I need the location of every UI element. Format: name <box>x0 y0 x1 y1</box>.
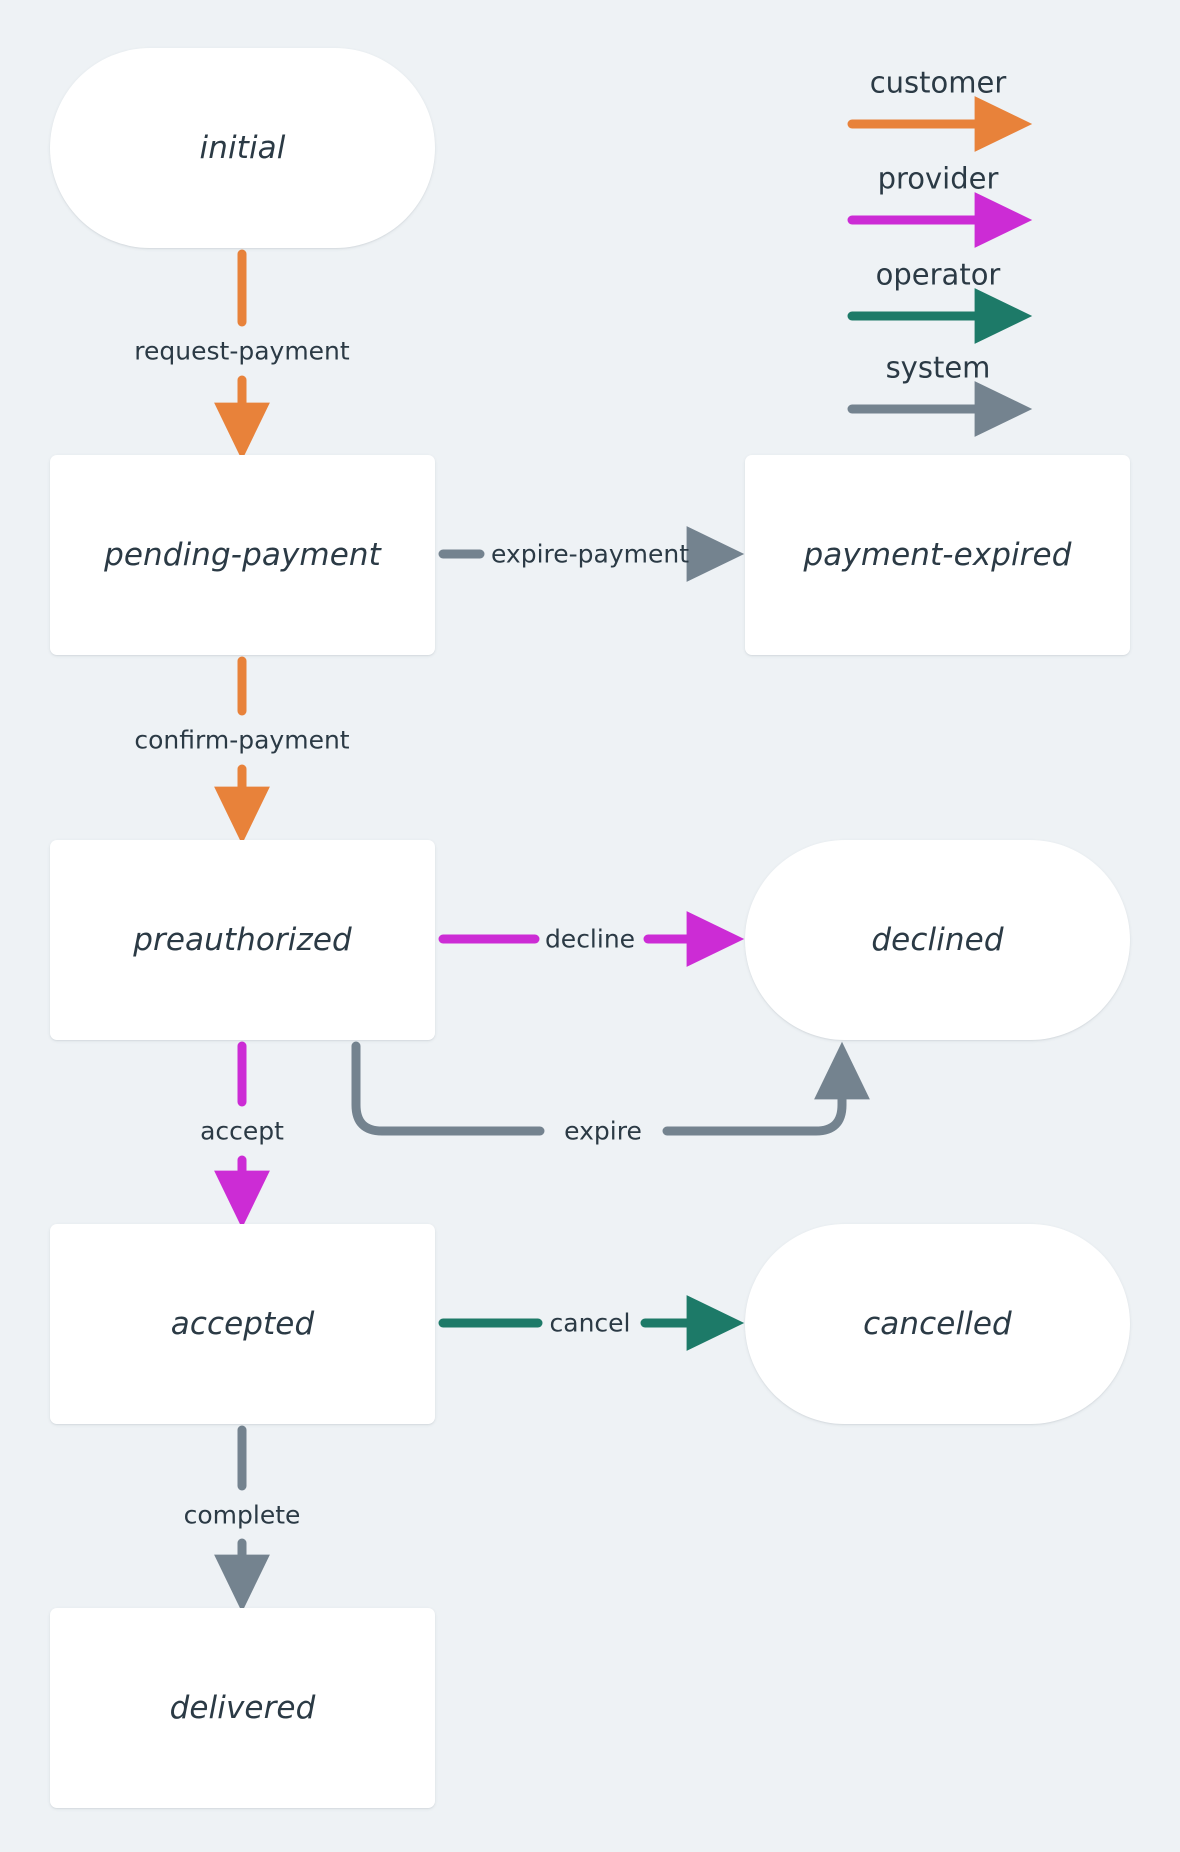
edge-label-expire: expire <box>564 1116 642 1146</box>
state-node-cancelled[interactable]: cancelled <box>745 1224 1130 1424</box>
edge-expire <box>351 1041 870 1136</box>
legend-label-system: system <box>885 350 991 385</box>
state-node-label: declined <box>871 922 1004 958</box>
edge-label-cancel: cancel <box>549 1308 631 1338</box>
edge-label-decline: decline <box>544 924 636 954</box>
legend-label-customer: customer <box>869 65 1007 100</box>
state-node-label: delivered <box>169 1690 316 1726</box>
state-node-label: accepted <box>170 1306 315 1342</box>
legend-label-operator: operator <box>875 257 1001 292</box>
state-node-label: cancelled <box>863 1306 1012 1342</box>
state-node-declined[interactable]: declined <box>745 840 1130 1040</box>
state-node-label: preauthorized <box>133 922 352 958</box>
legend-label-provider: provider <box>877 161 999 196</box>
state-node-initial[interactable]: initial <box>50 48 435 248</box>
state-node-label: initial <box>199 130 286 166</box>
edge-label-accept: accept <box>200 1116 284 1146</box>
edge-label-complete: complete <box>183 1500 301 1530</box>
state-node-pending-payment[interactable]: pending-payment <box>50 455 435 655</box>
state-node-label: payment-expired <box>803 537 1072 573</box>
state-node-label: pending-payment <box>104 537 381 573</box>
edge-label-confirm-payment: confirm-payment <box>134 725 350 755</box>
state-node-payment-expired[interactable]: payment-expired <box>745 455 1130 655</box>
state-node-accepted[interactable]: accepted <box>50 1224 435 1424</box>
state-node-preauthorized[interactable]: preauthorized <box>50 840 435 1040</box>
edge-label-expire-payment: expire-payment <box>490 539 690 569</box>
edge-label-request-payment: request-payment <box>134 336 350 366</box>
state-node-delivered[interactable]: delivered <box>50 1608 435 1808</box>
